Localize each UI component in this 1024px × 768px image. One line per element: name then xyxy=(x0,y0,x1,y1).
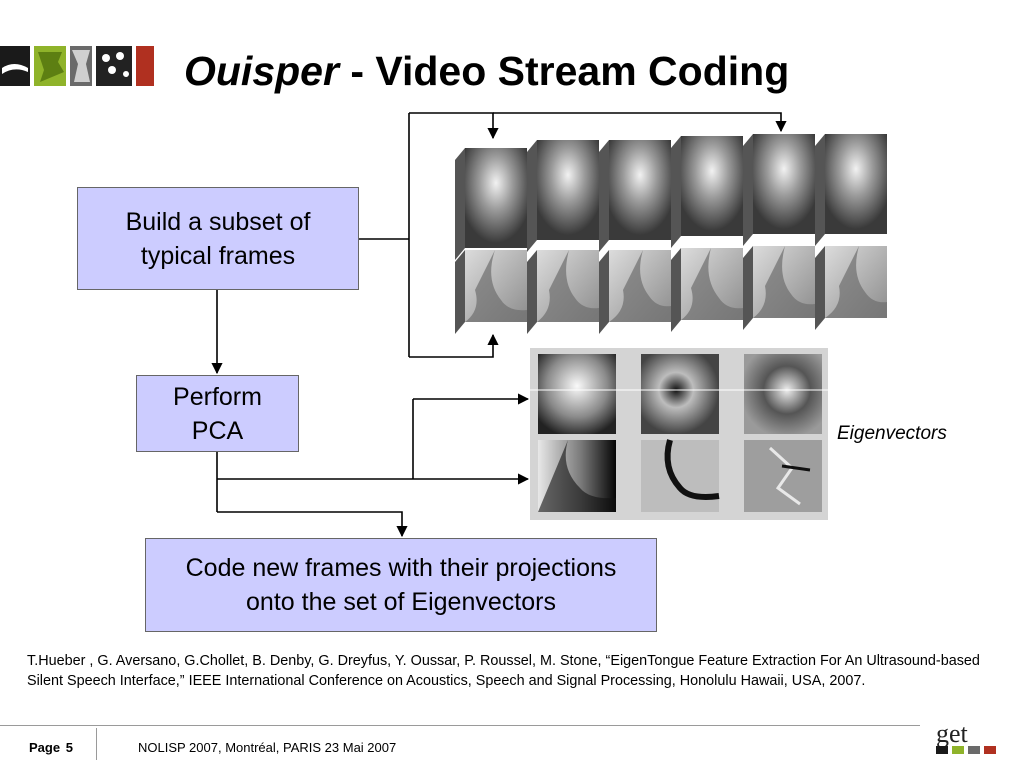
code-frames-line2: onto the set of Eigenvectors xyxy=(246,588,556,616)
slide-title: Ouisper - Video Stream Coding xyxy=(184,48,789,95)
perform-pca-line1: Perform xyxy=(173,382,262,411)
arrow-to-frame-top-right xyxy=(493,112,787,133)
build-subset-box: Build a subset of typical frames xyxy=(77,187,359,290)
svg-text:get: get xyxy=(936,720,969,748)
page-label: Page 5 xyxy=(27,740,73,755)
reference-citation: T.Hueber , G. Aversano, G.Chollet, B. De… xyxy=(27,653,980,689)
typical-frames-image xyxy=(455,134,887,334)
build-subset-line2: typical frames xyxy=(140,241,296,270)
title-rest: - Video Stream Coding xyxy=(338,48,790,94)
footer-separator xyxy=(96,728,97,760)
eigenvectors-label: Eigenvectors xyxy=(837,423,947,444)
footer-divider xyxy=(0,725,920,726)
code-frames-line1: Code new frames with their projections xyxy=(185,554,617,582)
code-new-frames-box: Code new frames with their projections on… xyxy=(145,538,657,632)
footer-conference: NOLISP 2007, Montréal, PARIS 23 Mai 2007 xyxy=(138,740,397,755)
page-label-text: Page xyxy=(29,740,61,755)
arrow-pca-to-code xyxy=(217,511,408,538)
eigenvector-images xyxy=(530,348,828,520)
get-logo: get xyxy=(936,720,996,754)
ultrasound-frame-row xyxy=(455,134,887,260)
build-subset-line1: Build a subset of xyxy=(125,207,311,236)
perform-pca-line2: PCA xyxy=(191,416,244,445)
title-ouisper: Ouisper xyxy=(184,48,339,94)
header-logo xyxy=(0,46,154,86)
video-frame-row xyxy=(455,246,887,334)
arrow-to-frame-bottom xyxy=(409,333,499,358)
page-number: 5 xyxy=(65,740,73,755)
